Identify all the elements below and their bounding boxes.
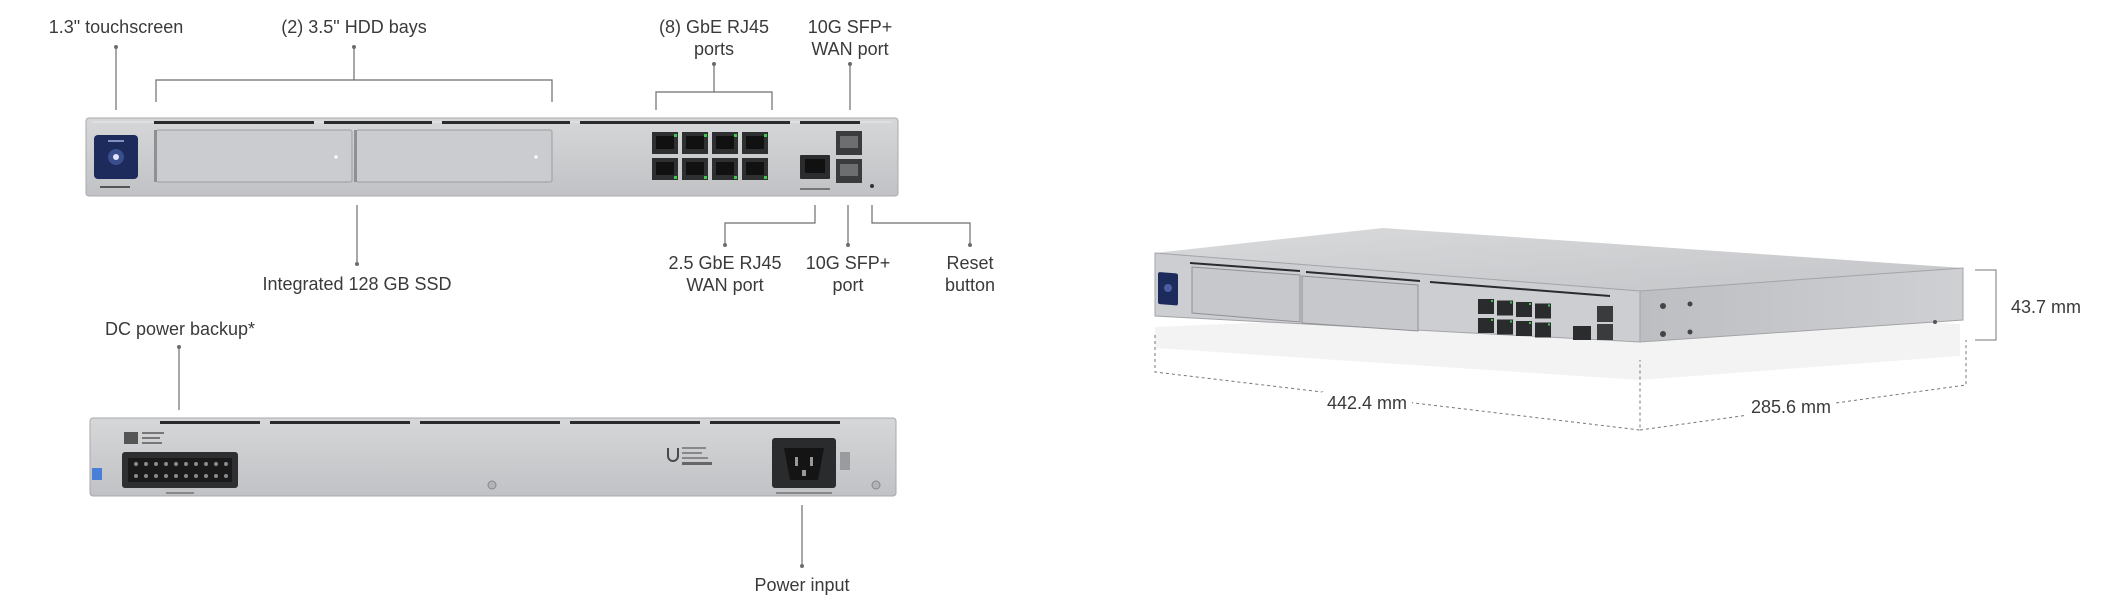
wan-25-port — [800, 155, 830, 190]
ac-power-inlet — [772, 438, 850, 494]
label-gbe-ports-line1: (8) GbE RJ45 — [658, 17, 770, 37]
device-top — [1155, 228, 1963, 291]
rear-panel — [89, 417, 897, 497]
label-power-input: Power input — [754, 575, 850, 595]
label-sfp-wan-line2: WAN port — [811, 39, 889, 59]
label-touchscreen: 1.3" touchscreen — [48, 17, 184, 37]
rj45-port — [652, 132, 678, 154]
rj45-port — [742, 158, 768, 180]
rj45-port — [1478, 318, 1494, 333]
rj45-port — [1497, 319, 1513, 335]
rj45-port — [682, 158, 708, 180]
gbe-rj45-ports — [652, 132, 768, 180]
rj45-port — [1497, 300, 1513, 316]
hdd-bays — [154, 129, 553, 183]
front-vent-slots — [154, 121, 860, 124]
reset-button — [870, 184, 874, 188]
label-sfp-port-line1: 10G SFP+ — [805, 253, 891, 273]
rj45-port — [652, 158, 678, 180]
perspective-rj45-ports — [1478, 299, 1551, 338]
rear-callout-dots — [177, 345, 804, 568]
rj45-port — [1516, 321, 1532, 336]
label-sfp-port: 10G SFP+ port — [796, 252, 900, 296]
label-sfp-port-line2: port — [832, 275, 864, 295]
dimension-depth: 285.6 mm — [1746, 396, 1836, 418]
dimension-width: 442.4 mm — [1322, 392, 1412, 414]
rj45-port — [1535, 303, 1551, 319]
label-gbe-ports: (8) GbE RJ45 ports — [644, 16, 784, 60]
label-wan-25-line2: WAN port — [686, 275, 764, 295]
label-wan-25-line1: 2.5 GbE RJ45 — [668, 253, 782, 273]
sfp-ports — [836, 131, 862, 183]
rj45-port — [712, 158, 738, 180]
label-reset: Reset button — [930, 252, 1010, 296]
rj45-port — [682, 132, 708, 154]
perspective-view — [1154, 228, 1997, 431]
front-callout-lines — [115, 47, 971, 264]
touchscreen — [94, 135, 138, 188]
front-panel — [85, 117, 899, 197]
label-wan-25: 2.5 GbE RJ45 WAN port — [660, 252, 790, 296]
label-hdd-bays: (2) 3.5" HDD bays — [281, 17, 427, 37]
dc-power-connector — [92, 432, 238, 494]
label-reset-line1: Reset — [946, 253, 994, 273]
rj45-port — [1516, 302, 1532, 317]
label-dc-backup: DC power backup* — [104, 319, 256, 339]
rj45-port — [1535, 322, 1551, 338]
rj45-port — [742, 132, 768, 154]
rear-callout-lines — [178, 347, 803, 566]
device-side — [1639, 267, 1964, 343]
label-sfp-wan: 10G SFP+ WAN port — [796, 16, 904, 60]
rear-logo-label — [667, 447, 712, 465]
label-gbe-ports-line2: ports — [693, 39, 735, 59]
front-callout-dots — [114, 45, 972, 266]
label-ssd: Integrated 128 GB SSD — [262, 274, 452, 294]
rj45-port — [1478, 299, 1494, 314]
label-sfp-wan-line1: 10G SFP+ — [807, 17, 893, 37]
label-reset-line2: button — [944, 275, 996, 295]
rear-vent-slots — [160, 421, 840, 424]
rj45-port — [712, 132, 738, 154]
dimension-height: 43.7 mm — [2010, 297, 2082, 317]
